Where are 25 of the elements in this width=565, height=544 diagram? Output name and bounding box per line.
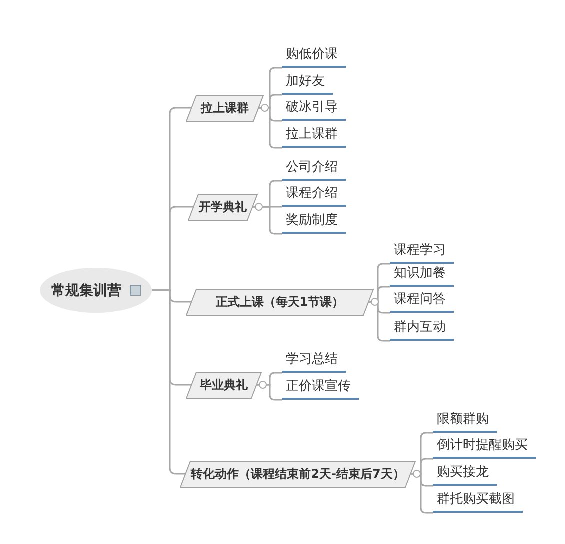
subtopic-label: 拉上课群 (282, 125, 346, 148)
subtopic-label: 奖励制度 (282, 211, 346, 234)
subtopic-label: 课程介绍 (282, 184, 346, 207)
subtopic-label: 群托购买截图 (433, 490, 523, 513)
subtopic-label: 课程问答 (390, 290, 454, 313)
subtopic-label: 加好友 (282, 72, 333, 95)
connector-line (152, 290, 185, 475)
branch-parallelogram: 毕业典礼 (186, 372, 262, 398)
subtopic-label: 公司介绍 (282, 158, 346, 181)
subtopic-label: 课程学习 (390, 241, 454, 264)
branch-parallelogram: 拉上课群 (186, 94, 264, 122)
subtopic-label: 正价课宣传 (282, 377, 359, 400)
subtopic-label: 购买接龙 (433, 463, 497, 486)
subtopic-label: 知识加餐 (390, 264, 454, 287)
subtopic-label: 倒计时提醒购买 (433, 436, 536, 459)
branch-parallelogram: 开学典礼 (188, 194, 258, 220)
branch-parallelogram: 正式上课（每天1节课） (186, 288, 374, 316)
subtopic-label: 学习总结 (282, 350, 346, 373)
subtopic-label: 购低价课 (282, 45, 346, 68)
connector-line (257, 384, 282, 401)
subtopic-label: 群内互动 (390, 318, 454, 341)
subtopic-label: 破冰引导 (282, 98, 346, 121)
branch-parallelogram: 转化动作（课程结束前2天-结束后7天） (180, 460, 416, 488)
subtopic-label: 限额群购 (433, 410, 497, 433)
topic-title: 常规集训营 (52, 282, 122, 300)
